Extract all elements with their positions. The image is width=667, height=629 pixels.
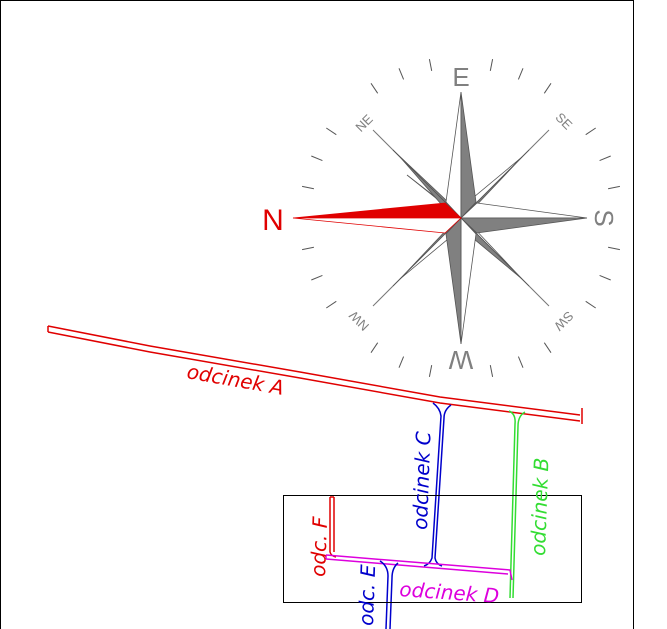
compass-north-pointer [292,202,463,219]
compass-tick [585,127,596,136]
detail-frame [283,495,582,603]
segment-e-line [379,560,399,629]
compass-tick [370,342,379,353]
compass-tick [326,300,337,309]
compass-tick [517,356,524,368]
compass-tick [370,83,379,94]
compass-tick [311,274,323,281]
compass-label-west: W [448,345,473,375]
compass-label-north: N [262,204,284,237]
compass-tick [543,342,552,353]
compass-tick [326,127,337,136]
compass-tick [489,59,494,71]
drawing-frame [0,0,634,629]
compass-label-southwest: SW [551,308,577,334]
compass-tick [585,300,596,309]
compass-tick [302,185,314,190]
compass-rose-icon: N E S W NE SE SW NW [262,59,620,377]
segment-b-line [508,410,526,599]
segment-a-label: odcinek A [185,359,286,400]
compass-tick [398,356,405,368]
compass-secondary-points [399,156,523,280]
segment-f-label: odc. F [306,516,332,577]
segment-b-label: odcinek B [526,457,553,556]
segment-d-line [325,554,513,581]
segment-d-label: odcinek D [399,577,500,608]
compass-tick [311,155,323,162]
compass-tick [543,83,552,94]
compass-tick [398,68,405,80]
compass-tick [608,185,620,190]
compass-tick-ring [302,59,620,377]
compass-label-northeast: NE [352,111,376,135]
segment-a-line [47,325,583,424]
compass-tick [599,274,611,281]
compass-tick [517,68,524,80]
compass-label-south: S [589,209,619,226]
compass-tick [428,365,433,377]
segment-c-label: odcinek C [408,431,435,530]
compass-tick [608,246,620,251]
compass-tick [428,59,433,71]
compass-cardinal-points [292,91,588,345]
compass-tick [599,155,611,162]
compass-label-southeast: SE [553,110,576,133]
compass-label-east: E [452,62,469,92]
compass-tick [302,246,314,251]
compass-label-northwest: NW [346,307,372,333]
compass-tick [489,365,494,377]
segment-e-label: odc. E [354,564,380,626]
